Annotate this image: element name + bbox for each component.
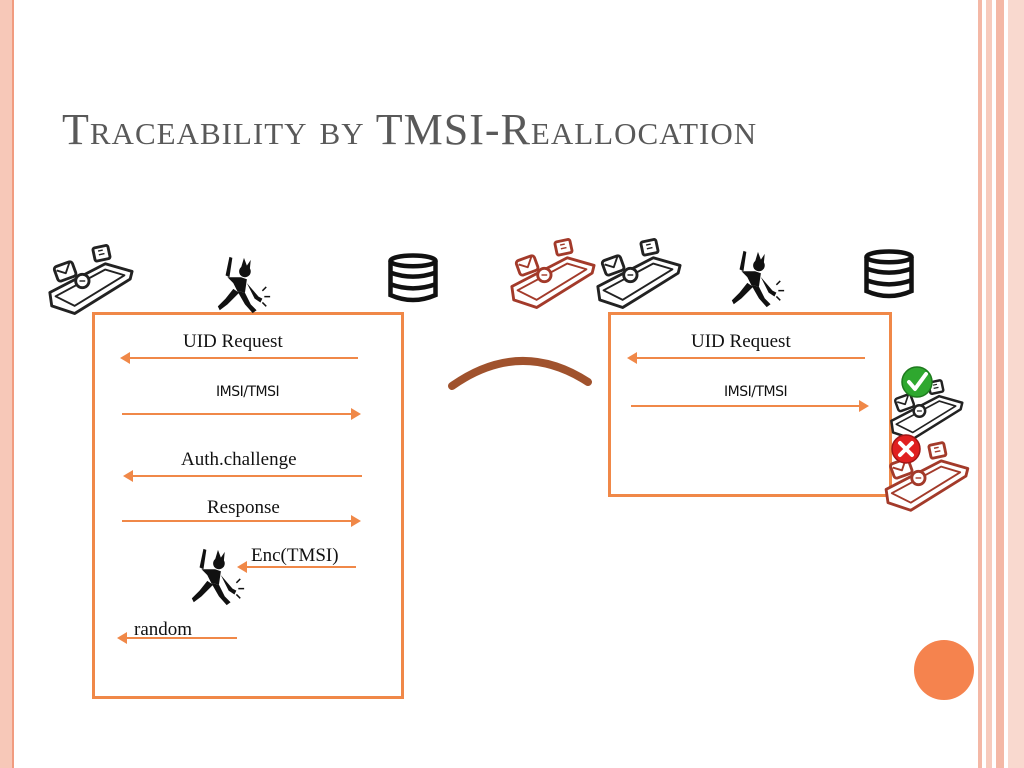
uid-request-label-right: UID Request (691, 331, 791, 352)
frame-right-stripe (996, 0, 1004, 768)
auth-challenge-label: Auth.challenge (181, 449, 297, 470)
right-protocol-box (608, 312, 892, 497)
decorative-dot (914, 640, 974, 700)
frame-left-line (12, 0, 14, 768)
enc-tmsi-label: Enc(TMSI) (251, 545, 339, 566)
frame-right-stripe (978, 0, 982, 768)
checkmark-icon (901, 366, 933, 398)
phone-icon (596, 237, 682, 309)
attacker-icon (217, 256, 271, 314)
database-icon (867, 252, 912, 297)
imsi-tmsi-label-right: IMSI/TMSI (724, 384, 788, 400)
uid-request-label: UID Request (183, 331, 283, 352)
left-protocol-box (92, 312, 404, 699)
phone-icon (48, 243, 134, 315)
frame-right-stripe (986, 0, 992, 768)
slide-title: Traceability by TMSI-Reallocation (62, 105, 758, 154)
attacker-icon (191, 548, 245, 606)
phone-icon (510, 237, 596, 309)
frame-right-stripe (1008, 0, 1024, 768)
imsi-tmsi-label: IMSI/TMSI (216, 384, 280, 400)
database-icon (391, 256, 436, 301)
cross-icon (891, 434, 921, 464)
random-label: random (134, 619, 193, 640)
frame-left-border (0, 0, 12, 768)
attacker-icon (731, 250, 785, 308)
response-label: Response (207, 497, 280, 518)
transition-arc (448, 356, 592, 390)
